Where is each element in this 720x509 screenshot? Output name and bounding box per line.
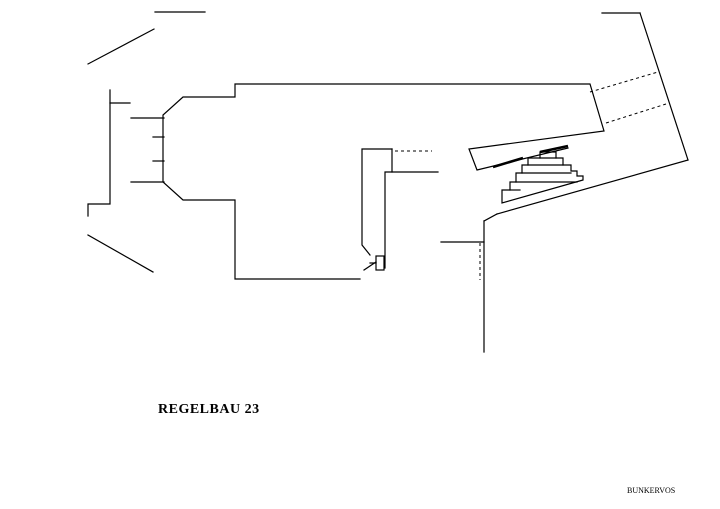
drawing-title: REGELBAU 23 — [158, 402, 260, 417]
right-wing-walls — [440, 12, 689, 353]
entrance-door — [363, 255, 385, 271]
drawing-credit: BUNKERVOS — [627, 486, 676, 495]
left-wing-walls — [87, 11, 206, 273]
bunker-outline — [162, 83, 605, 280]
stepped-platform — [501, 151, 584, 204]
inner-rooms — [361, 148, 439, 269]
left-embrasure — [130, 117, 165, 183]
hidden-lines — [395, 71, 667, 280]
embrasure-edges — [492, 144, 569, 169]
